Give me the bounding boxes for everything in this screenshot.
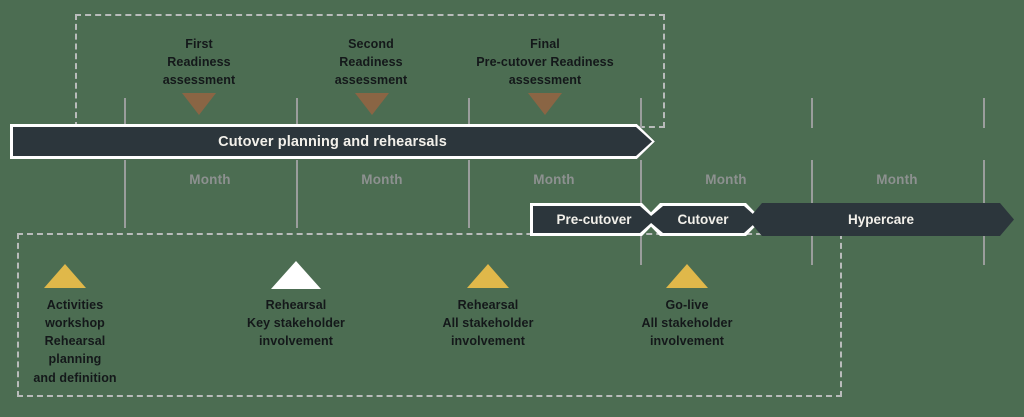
milestone-activities-line4: planning [48, 352, 102, 367]
gridline-5-tail [811, 231, 813, 265]
gridline-4-lower [640, 160, 642, 228]
gridline-6-tail [983, 231, 985, 265]
gridline-4-tail [640, 231, 642, 265]
milestone-rehearsal-all-line3: involvement [450, 334, 526, 349]
milestone-rehearsal-all-line2: All stakeholder [442, 316, 534, 331]
assessment-final-line2: Pre-cutover Readiness [476, 54, 614, 69]
gridline-3-upper [468, 98, 470, 128]
phase-bar-cutover-planning[interactable]: Cutover planning and rehearsals [10, 124, 655, 159]
month-label-2: Month [361, 172, 403, 187]
triangle-down-icon-final [528, 93, 562, 115]
phase-segment-cutover[interactable]: Cutover [644, 203, 762, 236]
month-label-1: Month [189, 172, 231, 187]
triangle-down-icon-first [182, 93, 216, 115]
assessment-final: Final Pre-cutover Readiness assessment [470, 36, 620, 89]
triangle-up-icon-rehearsal-all [467, 264, 509, 288]
month-label-3: Month [533, 172, 575, 187]
phase-bar-group-lower: Hypercare Cutover Pre-cutover [530, 203, 1014, 236]
assessment-second-head: Second [348, 37, 394, 51]
assessment-final-line3: assessment [508, 72, 582, 87]
milestone-activities-line3: Rehearsal [44, 334, 106, 349]
assessment-first-line3: assessment [162, 72, 236, 87]
triangle-up-outlined-icon-rehearsal-key [271, 261, 321, 289]
milestone-go-live-head: Go-live [665, 298, 709, 312]
milestone-rehearsal-key-head: Rehearsal [265, 298, 327, 312]
phase-bar-cutover-planning-label: Cutover planning and rehearsals [218, 133, 447, 150]
gridline-5-upper [811, 98, 813, 128]
gridline-5-lower [811, 160, 813, 228]
gridline-6-lower [983, 160, 985, 228]
gridline-2-upper [296, 98, 298, 128]
milestone-go-live-line3: involvement [649, 334, 725, 349]
phase-segment-hypercare-label: Hypercare [847, 212, 915, 227]
milestone-rehearsal-all-head: Rehearsal [457, 298, 519, 312]
phase-segment-cutover-label: Cutover [677, 212, 729, 227]
phase-segment-hypercare[interactable]: Hypercare [748, 203, 1014, 236]
milestone-rehearsal-key-line2: Key stakeholder [246, 316, 346, 331]
gridline-2-lower [296, 160, 298, 228]
gridline-1-lower [124, 160, 126, 228]
milestone-go-live: Go-live All stakeholder involvement [617, 296, 757, 350]
assessment-first-line2: Readiness [167, 54, 231, 69]
milestone-activities-line2: workshop [45, 316, 105, 331]
assessment-first: First Readiness assessment [124, 36, 274, 89]
milestone-rehearsal-key-line3: involvement [258, 334, 334, 349]
gridline-1-upper [124, 98, 126, 128]
assessment-second: Second Readiness assessment [296, 36, 446, 89]
hypercare-fill [748, 203, 1014, 236]
gridline-4-upper [640, 98, 642, 128]
month-label-5: Month [876, 172, 918, 187]
assessment-first-head: First [185, 37, 213, 51]
assessment-final-head: Final [530, 37, 560, 51]
month-label-4: Month [705, 172, 747, 187]
gridline-3-lower [468, 160, 470, 228]
milestone-rehearsal-key-stakeholder: Rehearsal Key stakeholder involvement [226, 296, 366, 350]
phase-segment-pre-cutover-label: Pre-cutover [556, 212, 632, 227]
assessment-second-line3: assessment [334, 72, 408, 87]
gridline-6-upper [983, 98, 985, 128]
assessment-second-line2: Readiness [339, 54, 403, 69]
milestone-activities-line5: and definition [33, 370, 117, 385]
triangle-down-icon-second [355, 93, 389, 115]
milestone-activities-head: Activities [46, 298, 104, 312]
pre-cutover-fill [533, 206, 655, 233]
phase-bar-fill [13, 127, 652, 156]
triangle-up-icon-activities-workshop [44, 264, 86, 288]
triangle-up-icon-go-live [666, 264, 708, 288]
cutover-fill [647, 206, 759, 233]
milestone-rehearsal-all-stakeholder: Rehearsal All stakeholder involvement [418, 296, 558, 350]
phase-segment-pre-cutover[interactable]: Pre-cutover [530, 203, 658, 236]
milestone-activities-workshop: Activities workshop Rehearsal planning a… [5, 296, 145, 387]
milestone-go-live-line2: All stakeholder [641, 316, 733, 331]
